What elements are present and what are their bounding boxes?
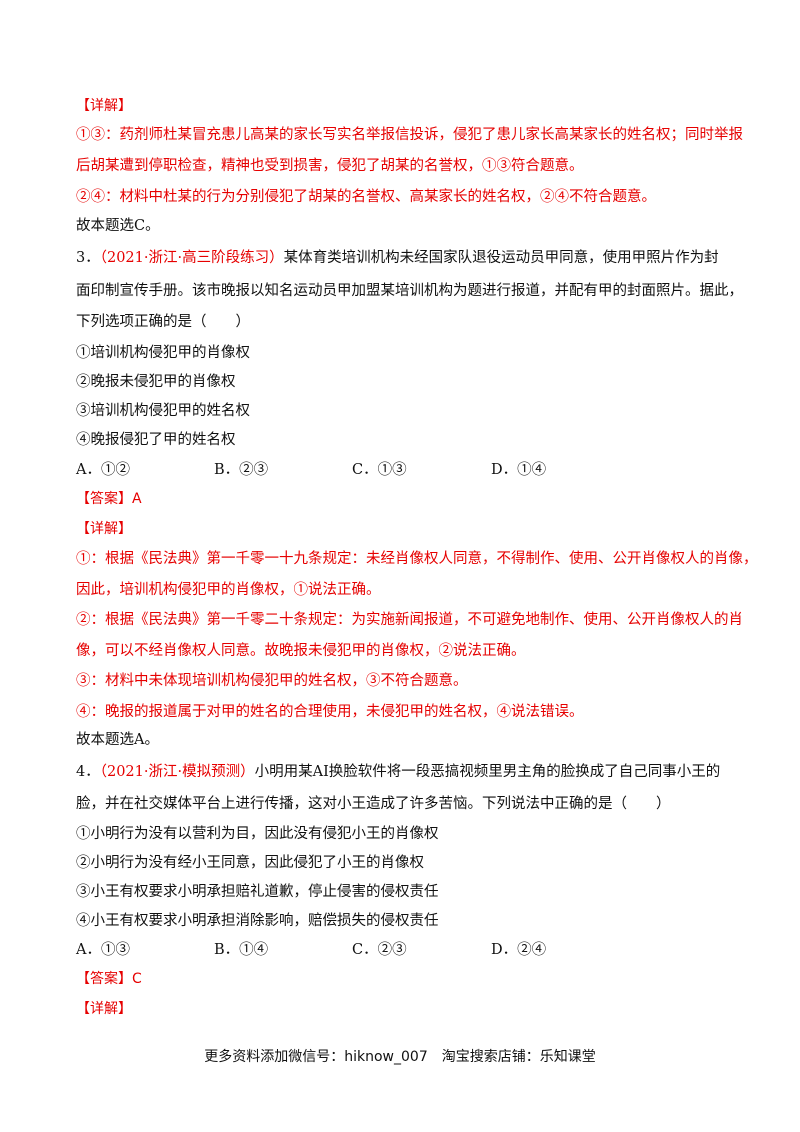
question-4-stem: 4．（2021·浙江·模拟预测）小明用某AI换脸软件将一段恶搞视频里男主角的脸换… xyxy=(76,762,720,782)
detail-line: ②：根据《民法典》第一千零二十条规定：为实施新闻报道，不可避免地制作、使用、公开… xyxy=(76,612,743,628)
statement-item: ①小明行为没有以营利为目，因此没有侵犯小王的肖像权 xyxy=(76,826,439,842)
answer-label: 【答案】C xyxy=(76,971,142,987)
detail-line: ①：根据《民法典》第一千零一十九条规定：未经肖像权人同意，不得制作、使用、公开肖… xyxy=(76,551,758,567)
detail-conclusion: 故本题选A。 xyxy=(76,732,159,748)
question-stem-text: 某体育类培训机构未经国家队退役运动员甲同意，使用甲照片作为封 xyxy=(283,250,719,266)
detail-conclusion: 故本题选C。 xyxy=(76,218,160,234)
question-number: 3． xyxy=(76,250,100,266)
detail-line: 因此，培训机构侵犯甲的肖像权，①说法正确。 xyxy=(76,582,381,598)
option-a: A．①③ xyxy=(76,942,130,958)
statement-item: ①培训机构侵犯甲的肖像权 xyxy=(76,345,250,361)
question-stem-line: 脸，并在社交媒体平台上进行传播，这对小王造成了许多苦恼。下列说法中正确的是（ ） xyxy=(76,796,671,812)
statement-item: ④小王有权要求小明承担消除影响，赔偿损失的侵权责任 xyxy=(76,913,439,929)
option-d: D．②④ xyxy=(491,942,547,958)
statement-item: ②晚报未侵犯甲的肖像权 xyxy=(76,374,236,390)
option-c: C．①③ xyxy=(352,462,407,478)
option-c: C．②③ xyxy=(352,942,407,958)
page-footer: 更多资料添加微信号：hiknow_007 淘宝搜索店铺：乐知课堂 xyxy=(204,1049,596,1065)
option-a: A．①② xyxy=(76,462,130,478)
question-source: （2021·浙江·高三阶段练习） xyxy=(99,250,284,266)
question-source: （2021·浙江·模拟预测） xyxy=(99,764,255,780)
detail-line: ③：材料中未体现培训机构侵犯甲的姓名权，③不符合题意。 xyxy=(76,673,468,689)
detail-line: ④：晚报的报道属于对甲的姓名的合理使用，未侵犯甲的姓名权，④说法错误。 xyxy=(76,704,584,720)
detail-heading: 【详解】 xyxy=(76,521,132,537)
statement-item: ③培训机构侵犯甲的姓名权 xyxy=(76,403,250,419)
statement-item: ④晚报侵犯了甲的姓名权 xyxy=(76,432,236,448)
detail-line: 像，可以不经肖像权人同意。故晚报未侵犯甲的肖像权，②说法正确。 xyxy=(76,643,526,659)
detail-heading: 【详解】 xyxy=(76,98,132,114)
option-b: B．①④ xyxy=(214,942,269,958)
statement-item: ②小明行为没有经小王同意，因此侵犯了小王的肖像权 xyxy=(76,855,424,871)
question-stem-line: 面印制宣传手册。该市晚报以知名运动员甲加盟某培训机构为题进行报道，并配有甲的封面… xyxy=(76,283,743,299)
option-b: B．②③ xyxy=(214,462,269,478)
detail-line: 后胡某遭到停职检查，精神也受到损害，侵犯了胡某的名誉权，①③符合题意。 xyxy=(76,158,584,174)
detail-heading: 【详解】 xyxy=(76,1001,132,1017)
question-stem-line: 下列选项正确的是（ ） xyxy=(76,314,250,330)
question-stem-text: 小明用某AI换脸软件将一段恶搞视频里男主角的脸换成了自己同事小王的 xyxy=(254,764,721,780)
question-number: 4． xyxy=(76,764,100,780)
answer-label: 【答案】A xyxy=(76,491,142,507)
option-d: D．①④ xyxy=(491,462,547,478)
detail-line: ②④：材料中杜某的行为分别侵犯了胡某的名誉权、高某家长的姓名权，②④不符合题意。 xyxy=(76,189,656,205)
detail-line: ①③：药剂师杜某冒充患儿高某的家长写实名举报信投诉，侵犯了患儿家长高某家长的姓名… xyxy=(76,127,743,143)
statement-item: ③小王有权要求小明承担赔礼道歉，停止侵害的侵权责任 xyxy=(76,884,439,900)
question-3-stem: 3．（2021·浙江·高三阶段练习）某体育类培训机构未经国家队退役运动员甲同意，… xyxy=(76,248,719,268)
